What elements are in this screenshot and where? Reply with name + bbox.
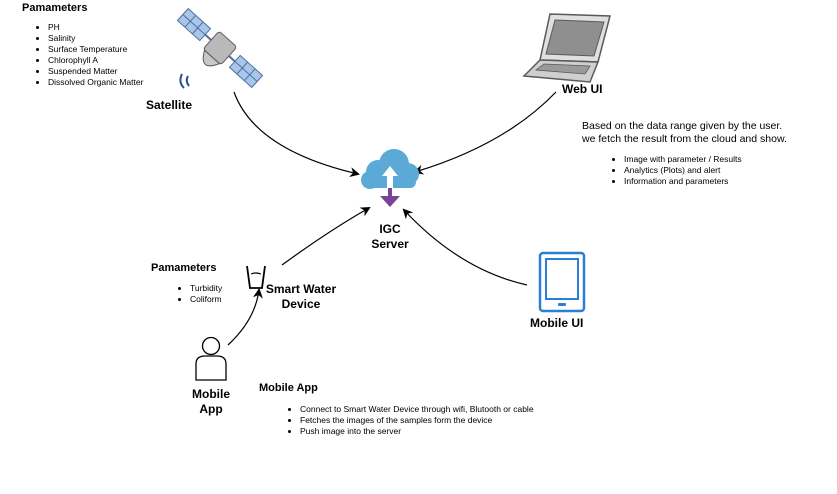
list-item: Dissolved Organic Matter [48,77,143,88]
device-parameters-title: Pamameters [151,262,217,274]
list-item: Coliform [190,294,222,305]
device-label-line: Smart Water [265,282,337,296]
list-item: Image with parameter / Results [624,154,742,165]
laptop-icon [522,13,611,83]
list-item: Suspended Matter [48,66,143,77]
mobile-app-title: Mobile App [259,382,318,394]
user-icon [195,336,227,381]
list-item: Salinity [48,33,143,44]
list-item: Information and parameters [624,176,742,187]
list-item: Fetches the images of the samples form t… [300,415,534,426]
mobile-app-features-list: Connect to Smart Water Device through wi… [286,404,534,437]
list-item: Turbidity [190,283,222,294]
web-ui-description-line: Based on the data range given by the use… [582,120,783,132]
user-label-line: App [199,402,223,416]
web-ui-label: Web UI [562,82,603,96]
water-glass-icon [246,265,266,289]
web-ui-description: Based on the data range given by the use… [582,120,822,146]
mobile-ui-label: Mobile UI [530,316,584,330]
smart-water-device-label: Smart Water Device [262,282,340,312]
satellite-label: Satellite [146,98,193,112]
list-item: Chlorophyll A [48,55,143,66]
satellite-parameters-title: Pamameters [22,2,88,14]
server-label-line: IGC [379,222,401,236]
satellite-icon [176,7,264,89]
web-ui-features-list: Image with parameter / Results Analytics… [610,154,742,187]
satellite-parameters-list: PH Salinity Surface Temperature Chloroph… [34,22,143,88]
device-parameters-list: Turbidity Coliform [176,283,222,305]
device-to-server-arrow [281,207,371,266]
device-label-line: Device [281,297,321,311]
server-label: IGC Server [365,222,415,252]
user-to-device-arrow [227,288,263,346]
tablet-icon [538,251,586,313]
web-ui-description-line: we fetch the result from the cloud and s… [582,133,787,145]
server-label-line: Server [371,237,409,251]
mobile-app-user-label: Mobile App [186,387,236,417]
satellite-to-server-arrow [233,91,360,178]
user-label-line: Mobile [192,387,230,401]
webui-to-server-arrow [413,91,557,175]
list-item: Connect to Smart Water Device through wi… [300,404,534,415]
list-item: Surface Temperature [48,44,143,55]
mobileui-to-server-arrow [402,208,528,286]
list-item: PH [48,22,143,33]
list-item: Analytics (Plots) and alert [624,165,742,176]
cloud-server-icon [361,149,419,207]
list-item: Push image into the server [300,426,534,437]
